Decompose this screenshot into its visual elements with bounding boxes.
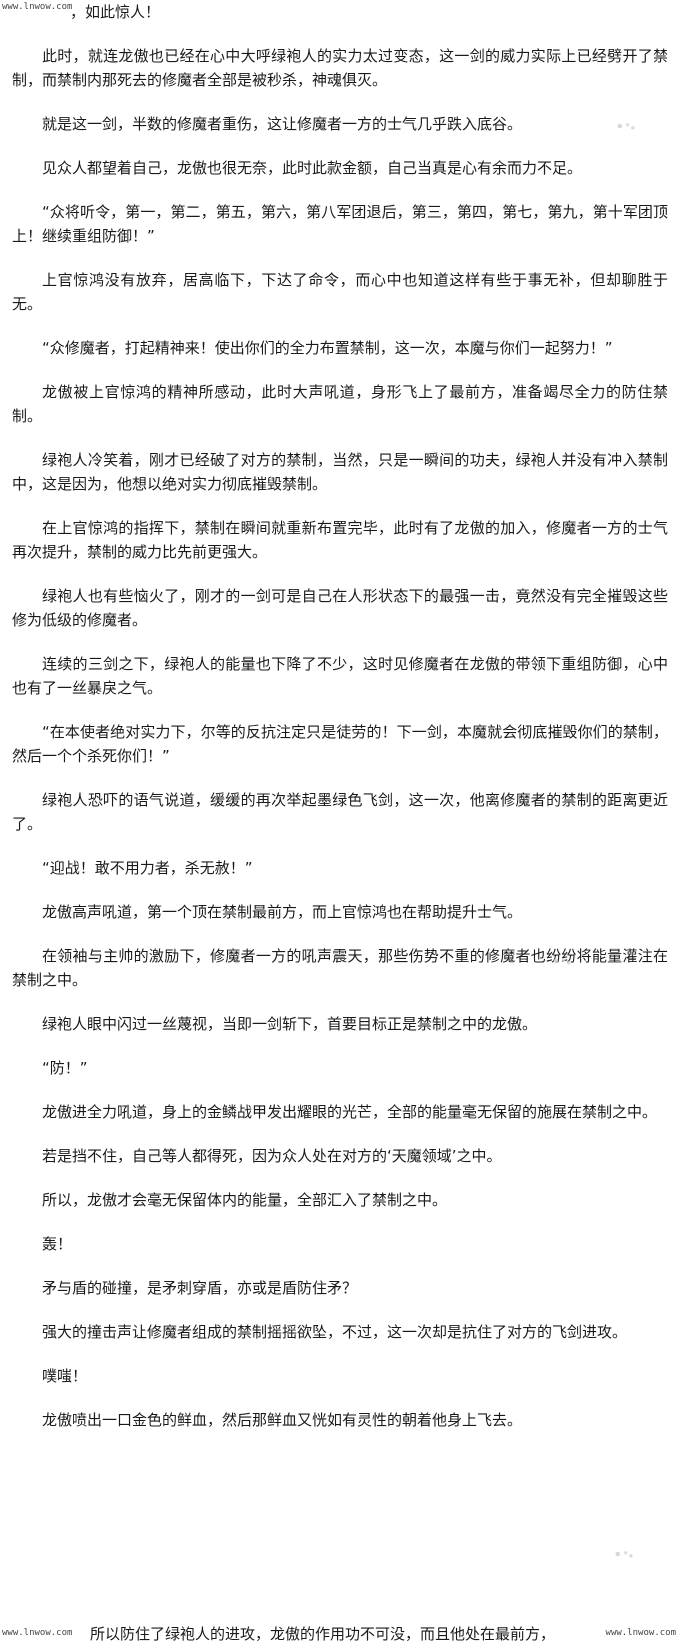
paragraph: 若是挡不住，自己等人都得死，因为众人处在对方的‘天魔领域’之中。 <box>42 1147 502 1165</box>
scan-speck <box>610 1548 636 1560</box>
paragraph: 龙傲喷出一口金色的鲜血，然后那鲜血又恍如有灵性的朝着他身上飞去。 <box>42 1411 523 1429</box>
paragraph: “众修魔者，打起精神来！使出你们的全力布置禁制，这一次，本魔与你们一起努力！” <box>42 339 613 357</box>
watermark-bottom-left: www.lnwow.com <box>2 1628 73 1638</box>
paragraph: 连续的三剑之下，绿袍人的能量也下降了不少，这时见修魔者在龙傲的带领下重组防御，心… <box>12 655 668 697</box>
paragraph: 绿袍人眼中闪过一丝蔑视，当即一剑斩下，首要目标正是禁制之中的龙傲。 <box>42 1015 538 1033</box>
paragraph: 噗嗤！ <box>42 1367 88 1385</box>
paragraph: 在上官惊鸿的指挥下，禁制在瞬间就重新布置完毕，此时有了龙傲的加入，修魔者一方的士… <box>12 519 668 561</box>
paragraph: 见众人都望着自己，龙傲也很无奈，此时此款金额，自己当真是心有余而力不足。 <box>42 159 583 177</box>
cut-off-text-line: 所以防住了绿袍人的进攻，龙傲的作用功不可没，而且他处在最前方， <box>90 1625 556 1643</box>
paragraph: 所以，龙傲才会毫无保留体内的能量，全部汇入了禁制之中。 <box>42 1191 448 1209</box>
paragraph: 龙傲高声吼道，第一个顶在禁制最前方，而上官惊鸿也在帮助提升士气。 <box>42 903 523 921</box>
paragraph: 轰！ <box>42 1235 73 1253</box>
paragraph: 龙傲进全力吼道，身上的金鳞战甲发出耀眼的光芒，全部的能量毫无保留的施展在禁制之中… <box>42 1103 658 1121</box>
paragraph: 绿袍人恐吓的语气说道，缓缓的再次举起墨绿色飞剑，这一次，他离修魔者的禁制的距离更… <box>12 791 668 833</box>
paragraph: “迎战！敢不用力者，杀无赦！” <box>42 859 253 877</box>
paragraph: 上官惊鸿没有放弃，居高临下，下达了命令，而心中也知道这样有些于事无补，但却聊胜于… <box>12 271 668 313</box>
paragraph: 绿袍人冷笑着，刚才已经破了对方的禁制，当然，只是一瞬间的功夫，绿袍人并没有冲入禁… <box>12 451 668 493</box>
paragraph: 龙傲被上官惊鸿的精神所感动，此时大声吼道，身形飞上了最前方，准备竭尽全力的防住禁… <box>12 383 668 425</box>
paragraph: 此时，就连龙傲也已经在心中大呼绿袍人的实力太过变态，这一剑的威力实际上已经劈开了… <box>12 47 668 89</box>
paragraph: 强大的撞击声让修魔者组成的禁制摇摇欲坠，不过，这一次却是抗住了对方的飞剑进攻。 <box>42 1323 628 1341</box>
watermark-top: www.lnwow.com <box>2 2 73 12</box>
paragraph: 矛与盾的碰撞，是矛刺穿盾，亦或是盾防住矛？ <box>42 1279 358 1297</box>
paragraph: 就是这一剑，半数的修魔者重伤，这让修魔者一方的士气几乎跌入底谷。 <box>42 115 523 133</box>
article-body: ，如此惊人！ 此时，就连龙傲也已经在心中大呼绿袍人的实力太过变态，这一剑的威力实… <box>12 0 668 1432</box>
paragraph: “防！” <box>42 1059 88 1077</box>
scan-speck <box>548 955 574 967</box>
paragraph: “众将听令，第一，第二，第五，第六，第八军团退后，第三，第四，第七，第九，第十军… <box>12 203 668 245</box>
scan-speck <box>612 120 638 132</box>
paragraph: “在本使者绝对实力下，尔等的反抗注定只是徒劳的！下一剑，本魔就会彻底摧毁你们的禁… <box>12 723 668 765</box>
paragraph: 绿袍人也有些恼火了，刚才的一剑可是自己在人形状态下的最强一击，竟然没有完全摧毁这… <box>12 587 668 629</box>
paragraph: 在领袖与主帅的激励下，修魔者一方的吼声震天，那些伤势不重的修魔者也纷纷将能量灌注… <box>12 947 668 989</box>
paragraph: ，如此惊人！ <box>70 3 161 21</box>
watermark-bottom-right: www.lnwow.com <box>605 1628 676 1638</box>
